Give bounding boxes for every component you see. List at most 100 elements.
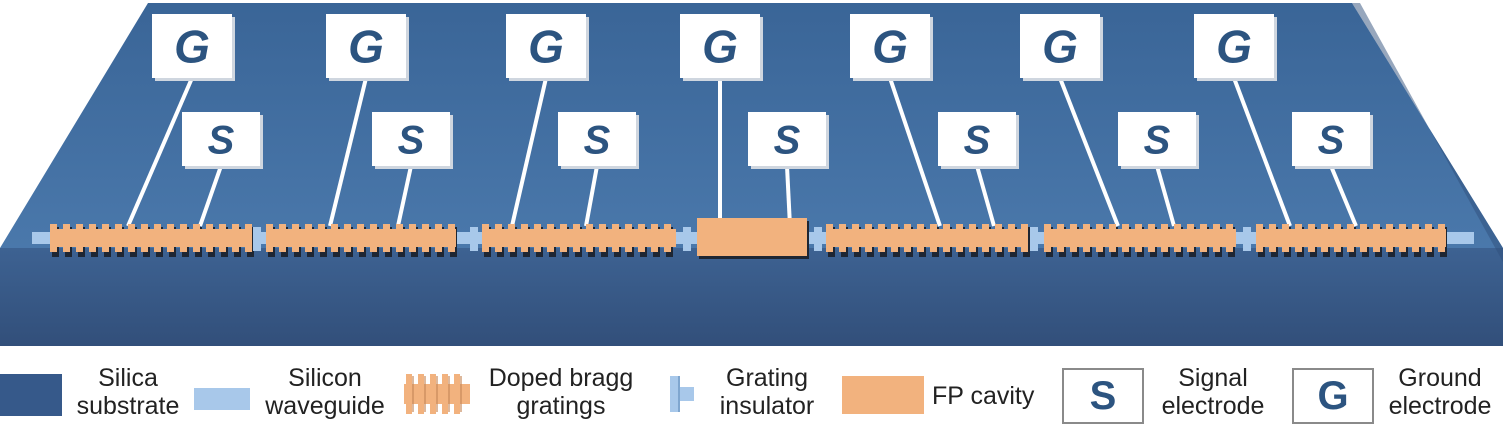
legend-insulator-swatch xyxy=(670,376,694,412)
ground-wire xyxy=(1232,77,1292,227)
grating-tooth xyxy=(1213,224,1220,252)
grating-tooth xyxy=(995,224,1002,252)
legend-cavity-text: FP cavity xyxy=(932,382,1035,410)
ground-electrode-pad-letter: G xyxy=(1042,21,1078,73)
ground-electrode-pad-face xyxy=(506,14,586,78)
legend-signal-swatch: S xyxy=(1062,368,1144,424)
signal-wire xyxy=(1155,165,1176,227)
grating-tooth xyxy=(508,224,515,252)
grating-tooth xyxy=(435,224,442,252)
signal-electrode-pad-letter: S xyxy=(1318,118,1345,162)
grating-tooth xyxy=(1109,224,1116,252)
grating-tooth xyxy=(1269,224,1276,252)
ground-electrode-pad: G xyxy=(506,14,589,81)
grating-tooth xyxy=(383,224,390,252)
grating-tooth xyxy=(956,224,963,252)
ground-wire xyxy=(1058,77,1120,227)
grating-tooth xyxy=(917,224,924,252)
ground-wire xyxy=(328,77,368,227)
ground-electrode-pad-face xyxy=(1020,14,1100,78)
grating-tooth xyxy=(219,224,226,252)
ground-electrode-pad-letter: G xyxy=(528,21,564,73)
grating-tooth xyxy=(1044,224,1051,252)
grating-tooth xyxy=(448,224,455,252)
grating-tooth xyxy=(102,224,109,252)
grating-tooth xyxy=(180,224,187,252)
grating-tooth xyxy=(305,224,312,252)
legend: Silica substrate Silicon waveguide Doped… xyxy=(0,348,1503,430)
legend-gratings-label: Doped bragg gratings xyxy=(472,364,650,420)
legend-ground-label: Ground electrode xyxy=(1378,364,1502,420)
grating-tooth xyxy=(482,224,489,252)
grating-tooth xyxy=(1347,224,1354,252)
ground-wire xyxy=(510,77,548,227)
grating-tooth xyxy=(1438,224,1445,252)
grating-tooth xyxy=(396,224,403,252)
grating-tooth xyxy=(1308,224,1315,252)
legend-silica-line2: substrate xyxy=(76,392,180,420)
grating-tooth xyxy=(521,224,528,252)
grating-insulator xyxy=(814,227,822,251)
grating-tooth xyxy=(63,224,70,252)
legend-signal-line2: electrode xyxy=(1161,392,1265,420)
grating-tooth xyxy=(1399,224,1406,252)
grating-tooth xyxy=(89,224,96,252)
signal-electrode-pad: S xyxy=(748,112,829,169)
grating-tooth xyxy=(1226,224,1233,252)
legend-insulator-label: Grating insulator xyxy=(702,364,832,420)
grating-tooth xyxy=(266,224,273,252)
fp-cavity xyxy=(697,218,807,256)
signal-electrode-pad-face xyxy=(558,112,636,166)
grating-tooth xyxy=(1282,224,1289,252)
legend-gratings-line1: Doped bragg xyxy=(488,364,634,392)
grating-tooth xyxy=(245,224,252,252)
legend-waveguide-swatch xyxy=(194,388,250,410)
grating-tooth xyxy=(495,224,502,252)
grating-tooth xyxy=(1334,224,1341,252)
grating-insulator xyxy=(1243,227,1251,251)
ground-electrode-pad-face xyxy=(1194,14,1274,78)
grating-tooth xyxy=(128,224,135,252)
legend-signal-line1: Signal xyxy=(1178,364,1248,392)
signal-electrode-pad-face xyxy=(1292,112,1370,166)
legend-ground-letter: G xyxy=(1317,373,1349,418)
bragg-grating-section xyxy=(266,224,457,257)
signal-electrode-pad-face xyxy=(372,112,450,166)
signal-wire xyxy=(1329,165,1358,227)
legend-signal-letter: S xyxy=(1089,373,1117,418)
legend-waveguide-line1: Silicon xyxy=(288,364,362,392)
grating-tooth xyxy=(409,224,416,252)
legend-cavity-swatch xyxy=(842,376,924,414)
grating-tooth xyxy=(852,224,859,252)
ground-electrode-pad-letter: G xyxy=(174,21,210,73)
grating-tooth xyxy=(422,224,429,252)
grating-tooth xyxy=(560,224,567,252)
grating-tooth xyxy=(1360,224,1367,252)
legend-signal-label: Signal electrode xyxy=(1148,364,1278,420)
grating-tooth xyxy=(1295,224,1302,252)
signal-wire xyxy=(975,165,996,227)
legend-insulator-line2: insulator xyxy=(719,392,815,420)
legend-waveguide-label: Silicon waveguide xyxy=(254,364,396,420)
grating-tooth xyxy=(547,224,554,252)
grating-tooth xyxy=(573,224,580,252)
grating-tooth xyxy=(943,224,950,252)
grating-tooth xyxy=(1057,224,1064,252)
grating-tooth xyxy=(625,224,632,252)
ground-electrode-pad-letter: G xyxy=(702,21,738,73)
signal-wire xyxy=(584,165,599,227)
signal-electrode-pad: S xyxy=(182,112,263,169)
signal-electrode-pad: S xyxy=(558,112,639,169)
grating-tooth xyxy=(1200,224,1207,252)
grating-tooth xyxy=(826,224,833,252)
grating-tooth xyxy=(1021,224,1028,252)
grating-tooth xyxy=(982,224,989,252)
grating-tooth xyxy=(76,224,83,252)
grating-tooth xyxy=(1412,224,1419,252)
grating-tooth xyxy=(930,224,937,252)
legend-gratings-swatch xyxy=(404,374,470,414)
grating-tooth xyxy=(141,224,148,252)
grating-tooth xyxy=(1174,224,1181,252)
grating-tooth xyxy=(1161,224,1168,252)
legend-ground-swatch: G xyxy=(1292,368,1374,424)
